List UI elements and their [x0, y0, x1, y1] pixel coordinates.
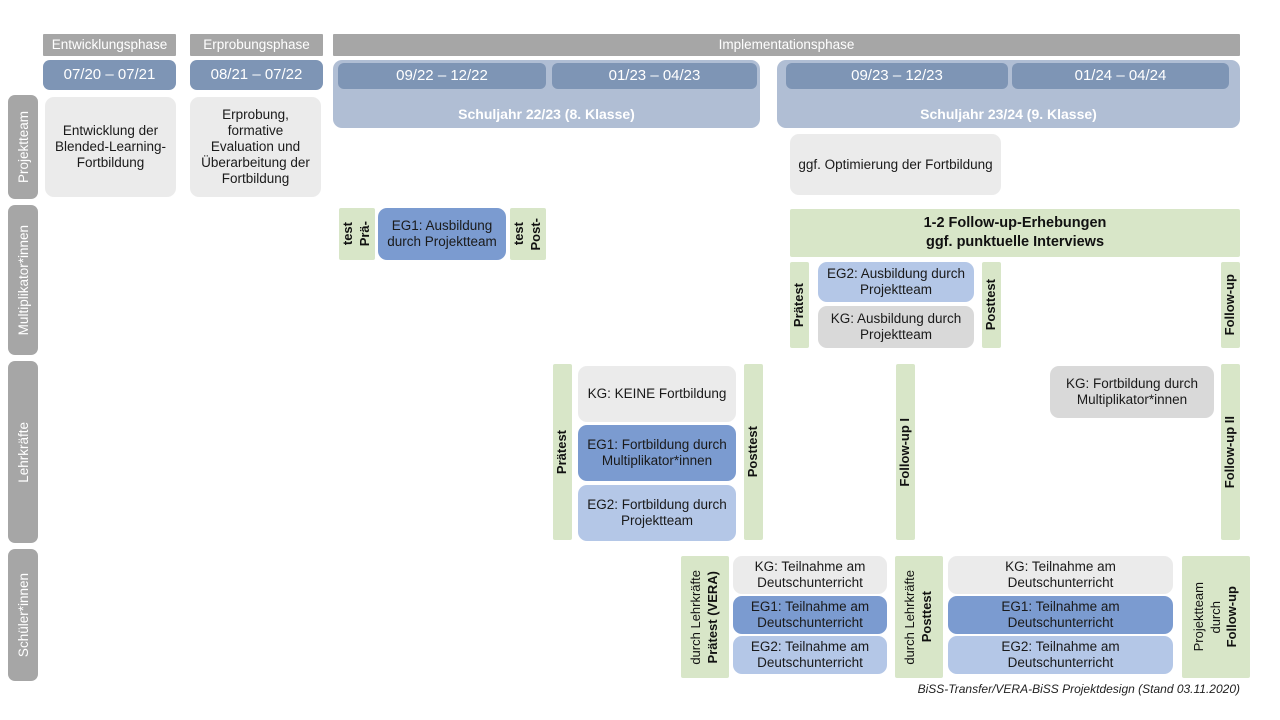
footer-caption: BiSS-Transfer/VERA-BiSS Projektdesign (S… [917, 682, 1240, 696]
period-pill-0922-1222: 09/22 – 12/22 [338, 63, 546, 89]
row-label-schuelerinnen-text: Schüler*innen [15, 572, 31, 658]
period-pill-0124-0424: 01/24 – 04/24 [1012, 63, 1229, 89]
row-label-projektteam: Projektteam [8, 95, 38, 199]
card-kg-fortbildung-multiplikatoren: KG: Fortbildung durch Multiplikator*inne… [1050, 366, 1214, 418]
card-schueler-eg2-block1: EG2: Teilnahme am Deutschunterricht [733, 636, 887, 674]
card-schueler-eg1-block2: EG1: Teilnahme am Deutschunterricht [948, 596, 1173, 634]
period-pill-0123-0423: 01/23 – 04/23 [552, 63, 757, 89]
row-label-lehrkraefte: Lehrkräfte [8, 361, 38, 543]
green-praetest-vera-sub: durch Lehrkräfte [688, 569, 704, 665]
card-schueler-eg2-block2: EG2: Teilnahme am Deutschunterricht [948, 636, 1173, 674]
card-kg-ausbildung-projektteam: KG: Ausbildung durch Projektteam [818, 306, 974, 348]
row-label-projektteam-text: Projektteam [15, 110, 31, 184]
green-praetest-line1: Prä- [357, 221, 372, 247]
schoolyear-2223-label: Schuljahr 22/23 (8. Klasse) [458, 106, 635, 122]
green-posttest-lehrkraefte: Posttest [744, 364, 763, 540]
row-label-lehrkraefte-text: Lehrkräfte [15, 421, 31, 483]
green-followup-1-lehrkraefte: Follow-up I [896, 364, 915, 540]
green-posttest-multiplikatoren-left: Post- test [510, 208, 546, 260]
card-optimierung-fortbildung: ggf. Optimierung der Fortbildung [790, 134, 1001, 195]
card-eg2-ausbildung-projektteam: EG2: Ausbildung durch Projektteam [818, 262, 974, 302]
card-entwicklung-blended-learning: Entwicklung der Blended-Learning-Fortbil… [45, 97, 176, 197]
green-followup-2-lehrkraefte: Follow-up II [1221, 364, 1240, 540]
green-praetest-lehrkraefte-text: Prätest [554, 429, 570, 475]
green-followup-schueler-bold: Follow-up [1224, 586, 1240, 648]
schoolyear-2324-label: Schuljahr 23/24 (9. Klasse) [920, 106, 1097, 122]
card-eg1-fortbildung-multiplikatoren: EG1: Fortbildung durch Multiplikator*inn… [578, 425, 736, 481]
card-eg1-ausbildung-projektteam: EG1: Ausbildung durch Projektteam [378, 208, 506, 260]
green-posttest-schueler-sub: durch Lehrkräfte [902, 569, 918, 665]
card-eg2-fortbildung-projektteam: EG2: Fortbildung durch Projektteam [578, 485, 736, 541]
banner-followup-erhebungen: 1-2 Follow-up-Erhebungen ggf. punktuelle… [790, 209, 1240, 257]
period-pill-0821-0722: 08/21 – 07/22 [190, 60, 323, 90]
green-followup-schueler-sub1: durch [1207, 600, 1223, 634]
period-pill-0923-1223: 09/23 – 12/23 [786, 63, 1008, 89]
banner-followup-line2: ggf. punktuelle Interviews [925, 234, 1105, 250]
green-praetest-multiplikatoren-right: Prätest [790, 262, 809, 348]
green-posttest-line1: Post- [528, 217, 543, 251]
green-followup-schueler: Follow-up durch Projektteam [1182, 556, 1250, 678]
green-praetest-vera-bold: Prätest (VERA) [705, 570, 720, 664]
banner-followup-line1: 1-2 Follow-up-Erhebungen [923, 215, 1107, 232]
green-posttest-schueler-bold: Posttest [919, 591, 934, 643]
green-posttest-lehrkraefte-text: Posttest [745, 426, 761, 478]
green-followup-multiplikatoren-text: Follow-up [1222, 274, 1238, 336]
green-praetest-line2: test [340, 222, 356, 246]
green-followup-schueler-sub2: Projektteam [1190, 582, 1206, 652]
row-label-multiplikatorinnen: Multiplikator*innen [8, 205, 38, 355]
green-posttest-schueler: Posttest durch Lehrkräfte [895, 556, 943, 678]
green-posttest-line2: test [511, 222, 527, 246]
green-praetest-multiplikatoren-left: Prä- test [339, 208, 375, 260]
green-posttest-right-text: Posttest [983, 279, 999, 331]
row-label-schuelerinnen: Schüler*innen [8, 549, 38, 681]
green-followup-1-text: Follow-up I [897, 417, 913, 487]
row-label-multiplikatorinnen-text: Multiplikator*innen [15, 224, 31, 336]
phase-bar-entwicklungsphase: Entwicklungsphase [43, 34, 176, 56]
card-schueler-kg-block1: KG: Teilnahme am Deutschunterricht [733, 556, 887, 594]
card-kg-keine-fortbildung: KG: KEINE Fortbildung [578, 366, 736, 422]
card-schueler-kg-block2: KG: Teilnahme am Deutschunterricht [948, 556, 1173, 594]
green-praetest-lehrkraefte: Prätest [553, 364, 572, 540]
green-followup-multiplikatoren: Follow-up [1221, 262, 1240, 348]
phase-bar-implementationsphase: Implementationsphase [333, 34, 1240, 56]
green-praetest-right-text: Prätest [791, 282, 807, 328]
green-posttest-multiplikatoren-right: Posttest [982, 262, 1001, 348]
green-followup-2-text: Follow-up II [1222, 415, 1238, 489]
phase-bar-erprobungsphase: Erprobungsphase [190, 34, 323, 56]
card-schueler-eg1-block1: EG1: Teilnahme am Deutschunterricht [733, 596, 887, 634]
card-erprobung-formative-evaluation: Erprobung, formative Evaluation und Über… [190, 97, 321, 197]
period-pill-0720-0721: 07/20 – 07/21 [43, 60, 176, 90]
green-praetest-vera-schueler: Prätest (VERA) durch Lehrkräfte [681, 556, 729, 678]
